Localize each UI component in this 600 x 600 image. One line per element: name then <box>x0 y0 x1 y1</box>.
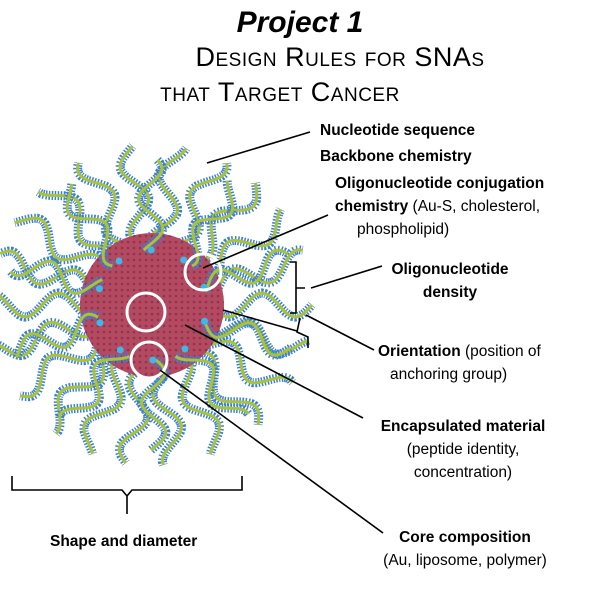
density-line-1: Oligonucleotide <box>391 261 509 278</box>
dna-strand-backbone <box>65 183 113 268</box>
dna-strand-backbone <box>210 291 314 319</box>
leader-line-core <box>159 369 384 534</box>
dna-strand-backbone <box>136 158 165 252</box>
dna-strand-backbone <box>204 248 289 293</box>
dna-strand-backbone <box>139 358 168 452</box>
anchoring-group <box>201 317 209 325</box>
dna-strand-backbone <box>191 180 235 268</box>
orientation-detail-2: anchoring group) <box>390 366 508 383</box>
label-shape-diameter: Shape and diameter <box>50 533 198 550</box>
dna-strand-backbone <box>15 312 99 358</box>
conjugation-detail: (Au-S, cholesterol, <box>408 198 541 215</box>
dna-strand-backbone <box>118 145 151 248</box>
dna-strand-bases <box>115 143 154 250</box>
anchoring-group <box>116 346 124 354</box>
core-texture <box>80 233 224 377</box>
highlight-circle-conjugation <box>183 252 223 292</box>
anchoring-group <box>180 256 188 264</box>
encapsulated-detail: (peptide identity, <box>406 441 520 458</box>
anchoring-group <box>147 246 155 254</box>
core-detail: (Au, liposome, polymer) <box>383 552 547 569</box>
dna-strand-bases <box>208 288 316 322</box>
dna-strand-bases <box>114 361 153 466</box>
shape-bracket <box>11 476 243 514</box>
dna-strand-backbone <box>9 259 103 296</box>
anchoring-group <box>181 345 189 353</box>
density-line-2: density <box>422 284 478 301</box>
core-title: Core composition <box>399 529 531 546</box>
dna-strand-backbone <box>180 354 222 455</box>
leader-line-encapsulated <box>184 324 364 419</box>
conjugation-title-2: chemistry <box>335 198 409 215</box>
leader-line-orientation <box>305 314 375 351</box>
dna-strand-backbone <box>147 147 188 244</box>
conjugation-title: Oligonucleotide conjugation <box>335 175 545 192</box>
label-core: Core composition (Au, liposome, polymer) <box>375 526 555 572</box>
dna-strand-backbone <box>76 162 135 249</box>
leader-line-conjugation <box>202 214 329 269</box>
encapsulated-detail-2: concentration) <box>413 464 513 481</box>
anchoring-group <box>115 257 123 265</box>
label-conjugation: Oligonucleotide conjugation chemistry (A… <box>335 172 544 241</box>
title-line-2: that Target Cancer <box>160 77 400 107</box>
dna-strand-backbone <box>14 216 106 269</box>
orientation-title: Orientation <box>378 343 461 360</box>
highlight-circle-core <box>129 340 169 380</box>
dna-strand-backbone <box>190 350 261 425</box>
density-bracket <box>290 261 305 314</box>
project-title: Project 1 <box>236 6 364 39</box>
orientation-detail: (position of <box>460 343 541 360</box>
label-density: Oligonucleotide density <box>385 258 515 304</box>
anchoring-group <box>96 319 104 327</box>
label-nucleotide-sequence: Nucleotide sequence <box>320 122 476 139</box>
leader-line-sequence <box>206 131 311 164</box>
anchoring-group <box>149 356 157 364</box>
dna-strand-backbone <box>0 291 93 319</box>
label-backbone-chemistry: Backbone chemistry <box>320 148 472 165</box>
oligonucleotide-strands-front <box>7 156 293 454</box>
dna-strand-bases <box>13 213 109 270</box>
dna-strand-backbone <box>19 333 101 399</box>
orientation-bracket <box>296 317 309 348</box>
leader-line-orientation-inner <box>222 309 298 332</box>
dna-strand-backbone <box>203 320 292 357</box>
label-orientation: Orientation (position of anchoring group… <box>378 340 541 386</box>
dna-strand-backbone <box>174 354 250 415</box>
conjugation-detail-2: phospholipid) <box>357 221 450 238</box>
dna-strand-backbone <box>82 354 123 455</box>
anchoring-group <box>95 285 103 293</box>
highlight-circle-encapsulated <box>125 291 167 333</box>
title-line-1: Design Rules for SNAs <box>195 42 485 72</box>
dna-strand-backbone <box>57 355 130 418</box>
dna-strand-backbone <box>0 249 94 295</box>
leader-line-density <box>310 265 383 289</box>
label-encapsulated: Encapsulated material (peptide identity,… <box>368 415 558 484</box>
encapsulated-title: Encapsulated material <box>380 418 546 435</box>
